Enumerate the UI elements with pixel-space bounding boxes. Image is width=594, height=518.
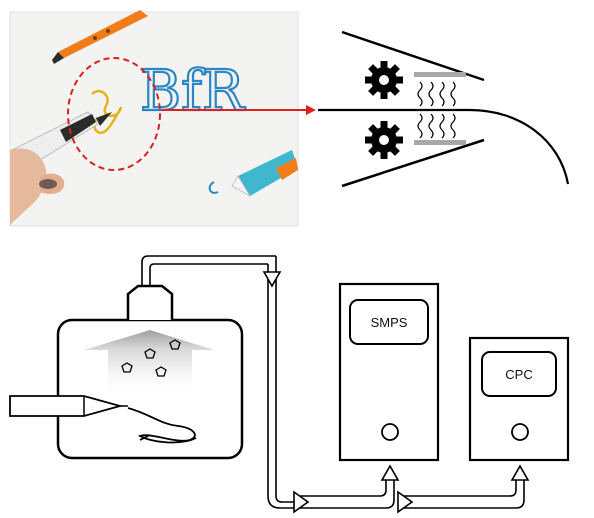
particle: [169, 339, 181, 350]
teal-3d-pen: [231, 150, 298, 198]
lower-heater-bar: [414, 140, 466, 145]
flow-arrow-right-2: [397, 490, 414, 514]
highlight-circle: [67, 57, 161, 171]
cpc-instrument: CPC: [468, 336, 570, 462]
cpc-label: CPC: [505, 367, 532, 382]
printed-filament: [127, 407, 197, 444]
flow-arrows: [262, 271, 530, 514]
smps-instrument: SMPS: [338, 282, 440, 462]
pen-drawing-photo: BfR: [9, 10, 299, 227]
flow-arrow-right: [293, 490, 310, 514]
particle: [121, 362, 133, 373]
hand: [10, 148, 65, 226]
aerosol-plume: [108, 350, 192, 398]
upper-heater-bar: [414, 72, 466, 77]
collection-hood: [84, 330, 214, 350]
extruder-schematic: [318, 30, 570, 188]
yellow-printed-squiggle: [91, 89, 123, 135]
test-chamber: [9, 284, 244, 460]
particle: [155, 366, 167, 377]
cpc-display: [481, 351, 557, 397]
upper-heat-waves-icon: [417, 81, 456, 107]
pen-schematic: [9, 395, 124, 417]
lower-gear-icon: [365, 121, 403, 159]
particles: [121, 339, 181, 377]
chamber-outlet-neck: [126, 284, 174, 320]
filament-path: [318, 108, 570, 185]
handwritten-bfr-text: BfR: [140, 59, 246, 124]
lower-heat-waves-icon: [417, 113, 456, 139]
flow-arrow-up-cpc: [510, 464, 530, 481]
particle: [144, 348, 156, 359]
upper-gear-icon: [365, 61, 403, 99]
smps-display: [349, 299, 429, 345]
smps-label: SMPS: [371, 315, 408, 330]
flow-arrow-up-smps: [380, 464, 400, 481]
cpc-knob: [511, 423, 529, 441]
flow-arrow-down: [262, 271, 282, 288]
sampling-tube: [141, 255, 525, 509]
smps-knob: [381, 423, 399, 441]
extruder-lower-wall: [341, 138, 485, 188]
orange-3d-pen: [52, 10, 148, 64]
